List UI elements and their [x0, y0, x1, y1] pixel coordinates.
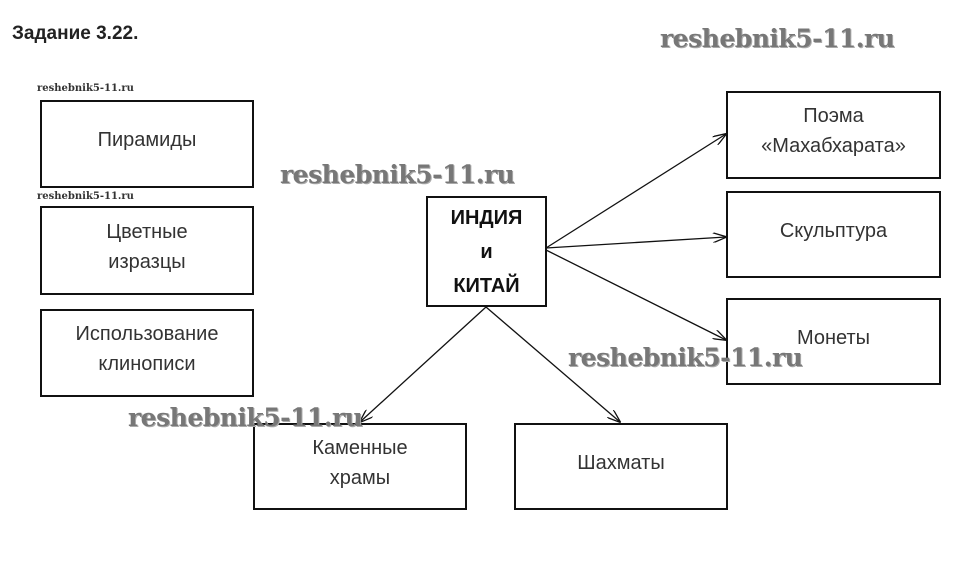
box-text: и [480, 240, 493, 263]
task-title: Задание 3.22. [12, 23, 139, 44]
box-cuneiform: Использование клинописи [40, 309, 254, 397]
watermark: reshebnik5-11.ru [660, 24, 895, 53]
box-sculpture: Скульптура [726, 191, 941, 278]
box-text: ИНДИЯ [450, 206, 523, 229]
box-text: Использование [75, 323, 219, 345]
box-text: храмы [329, 466, 391, 489]
box-text: клинописи [98, 353, 196, 375]
arrow-to-chess [485, 306, 620, 422]
box-text: Монеты [796, 326, 871, 349]
arrow-to-stone-temples [360, 306, 487, 422]
box-coins: Монеты [726, 298, 941, 385]
box-text: Цветные [106, 220, 188, 243]
box-text: изразцы [108, 250, 186, 273]
box-colored-tiles: Цветные изразцы [40, 206, 254, 295]
box-stone-temples: Каменные храмы [253, 423, 467, 510]
watermark: reshebnik5-11.ru [280, 160, 515, 189]
box-text: Поэма [803, 105, 864, 127]
arrow-to-poem [545, 134, 726, 249]
box-chess: Шахматы [514, 423, 728, 510]
watermark: reshebnik5-11.ru [128, 403, 363, 432]
watermark: reshebnik5-11.ru [37, 191, 134, 202]
box-text: Пирамиды [97, 129, 197, 151]
box-pyramids: Пирамиды [40, 100, 254, 188]
box-text: Каменные [312, 436, 408, 459]
watermark: reshebnik5-11.ru [568, 343, 803, 372]
box-text: Скульптура [779, 219, 888, 242]
box-text: «Махабхарата» [761, 135, 906, 157]
arrow-to-coins [545, 249, 726, 340]
arrow-to-sculpture [545, 237, 726, 249]
watermark: reshebnik5-11.ru [37, 83, 134, 94]
box-text: КИТАЙ [453, 274, 520, 297]
box-text: Шахматы [577, 451, 665, 474]
box-mahabharata: Поэма «Махабхарата» [726, 91, 941, 179]
